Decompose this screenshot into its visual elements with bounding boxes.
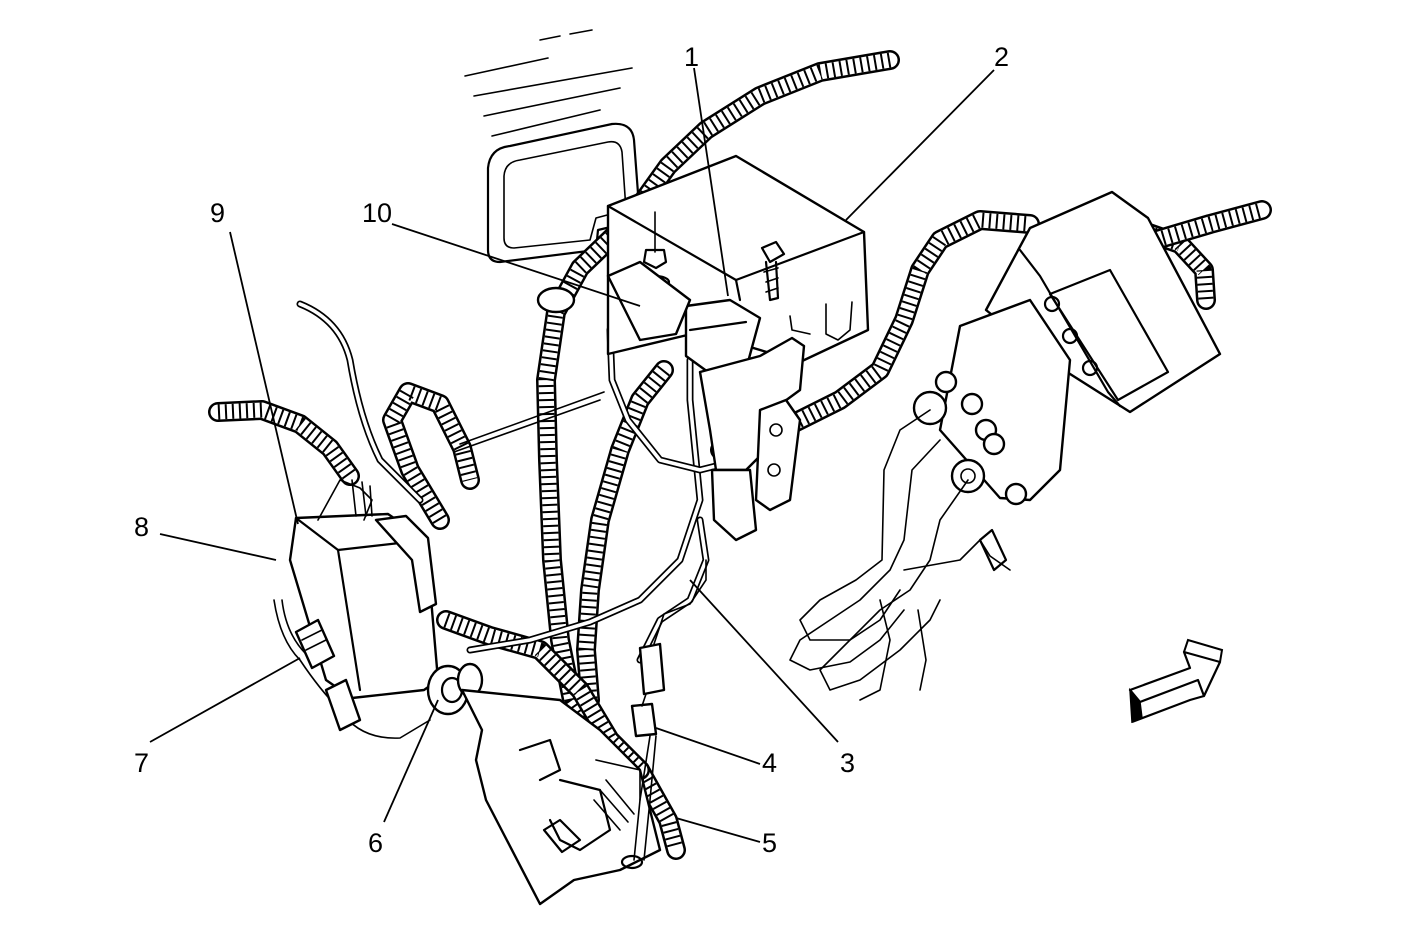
callout-2: 2 — [994, 42, 1009, 72]
abs-modulator — [912, 190, 1222, 506]
callout-8: 8 — [134, 512, 149, 542]
window-frame — [486, 122, 642, 264]
callout-10: 10 — [362, 198, 392, 228]
callout-5: 5 — [762, 828, 777, 858]
callout-4: 4 — [762, 748, 777, 778]
inline-connector — [620, 559, 707, 870]
background-panel-lines — [464, 29, 633, 137]
callout-labels: 1 2 3 4 5 6 7 8 9 10 — [134, 42, 1009, 858]
bulkhead-bracket — [460, 688, 662, 906]
brake-lines — [789, 409, 1011, 701]
callout-1: 1 — [684, 42, 699, 72]
harness-clip — [536, 260, 692, 342]
callout-leaders — [149, 67, 995, 843]
callout-7: 7 — [134, 748, 149, 778]
loose-wires — [296, 292, 744, 664]
callout-6: 6 — [368, 828, 383, 858]
front-direction-arrow-icon — [1128, 638, 1224, 724]
bolt-fastener — [760, 240, 786, 302]
relay-bracket — [684, 298, 806, 542]
callout-9: 9 — [210, 198, 225, 228]
module-connector — [273, 599, 431, 739]
callout-3: 3 — [840, 748, 855, 778]
